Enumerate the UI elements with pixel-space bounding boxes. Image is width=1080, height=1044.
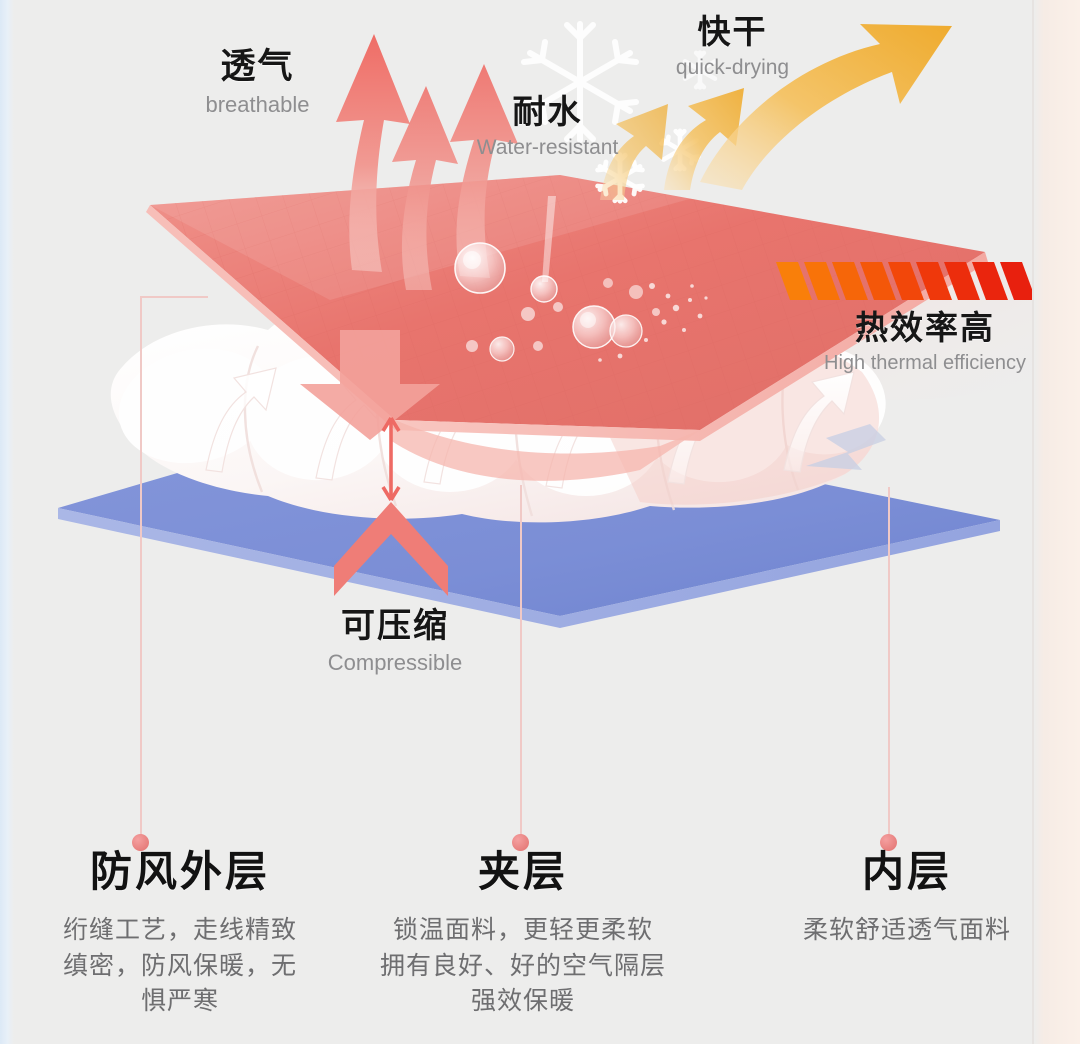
right-edge-band <box>1034 0 1080 1044</box>
right-edge-divider <box>1032 0 1034 1044</box>
leader-line-outer <box>140 296 142 842</box>
quickdry-arrows-icon <box>600 24 952 200</box>
layer-callout-outer: 防风外层 绗缝工艺，走线精致缜密，防风保暖，无惧严寒 <box>20 838 340 1020</box>
layer-desc-middle: 锁温面料，更轻更柔软拥有良好、好的空气隔层强效保暖 <box>379 916 666 1015</box>
feature-cn-thermal: 热效率高 <box>855 309 995 346</box>
heat-bar-icon <box>776 262 1036 300</box>
layer-title-inner: 内层 <box>861 848 952 895</box>
left-edge-band <box>0 0 14 1044</box>
feature-label-water-resistant: 耐水 Water-resistant <box>440 93 655 160</box>
layer-title-middle: 夹层 <box>477 848 568 895</box>
compress-arrow-icon <box>334 502 448 596</box>
snowflake-icon <box>521 21 718 204</box>
feature-cn-compressible: 可压缩 <box>341 607 449 645</box>
leader-line-inner <box>888 487 890 842</box>
feature-label-compressible: 可压缩 Compressible <box>285 607 505 677</box>
layer-title-outer: 防风外层 <box>89 848 270 895</box>
feature-en-breathable: breathable <box>205 91 310 117</box>
layer-desc-outer: 绗缝工艺，走线精致缜密，防风保暖，无惧严寒 <box>62 916 297 1015</box>
feature-label-thermal-efficiency: 热效率高 High thermal efficiency <box>800 309 1050 375</box>
water-droplets-icon <box>454 196 708 362</box>
leader-dot-inner <box>880 834 897 851</box>
feature-en-water: Water-resistant <box>476 136 619 160</box>
feature-label-quick-drying: 快干 quick-drying <box>625 13 840 80</box>
leader-dot-middle <box>512 834 529 851</box>
feature-cn-water: 耐水 <box>512 93 583 130</box>
layer-callout-middle: 夹层 锁温面料，更轻更柔软拥有良好、好的空气隔层强效保暖 <box>358 838 688 1020</box>
leader-line-middle <box>520 485 522 842</box>
feature-en-thermal: High thermal efficiency <box>824 352 1026 375</box>
breathable-arrows-icon <box>336 34 518 290</box>
leader-elbow-outer <box>140 296 208 298</box>
leader-dot-outer <box>132 834 149 851</box>
feature-cn-breathable: 透气 <box>220 47 295 86</box>
feature-en-compressible: Compressible <box>327 650 463 676</box>
inward-arrow-icon <box>806 424 886 470</box>
layer-callout-inner: 内层 柔软舒适透气面料 <box>752 838 1062 949</box>
feature-label-breathable: 透气 breathable <box>150 47 365 118</box>
penetration-arrow-icon <box>300 330 440 440</box>
layer-desc-inner: 柔软舒适透气面料 <box>802 916 1011 944</box>
loft-measure-arrow-icon <box>381 417 401 501</box>
feature-cn-quickdry: 快干 <box>697 13 768 50</box>
feature-en-quickdry: quick-drying <box>675 56 790 80</box>
